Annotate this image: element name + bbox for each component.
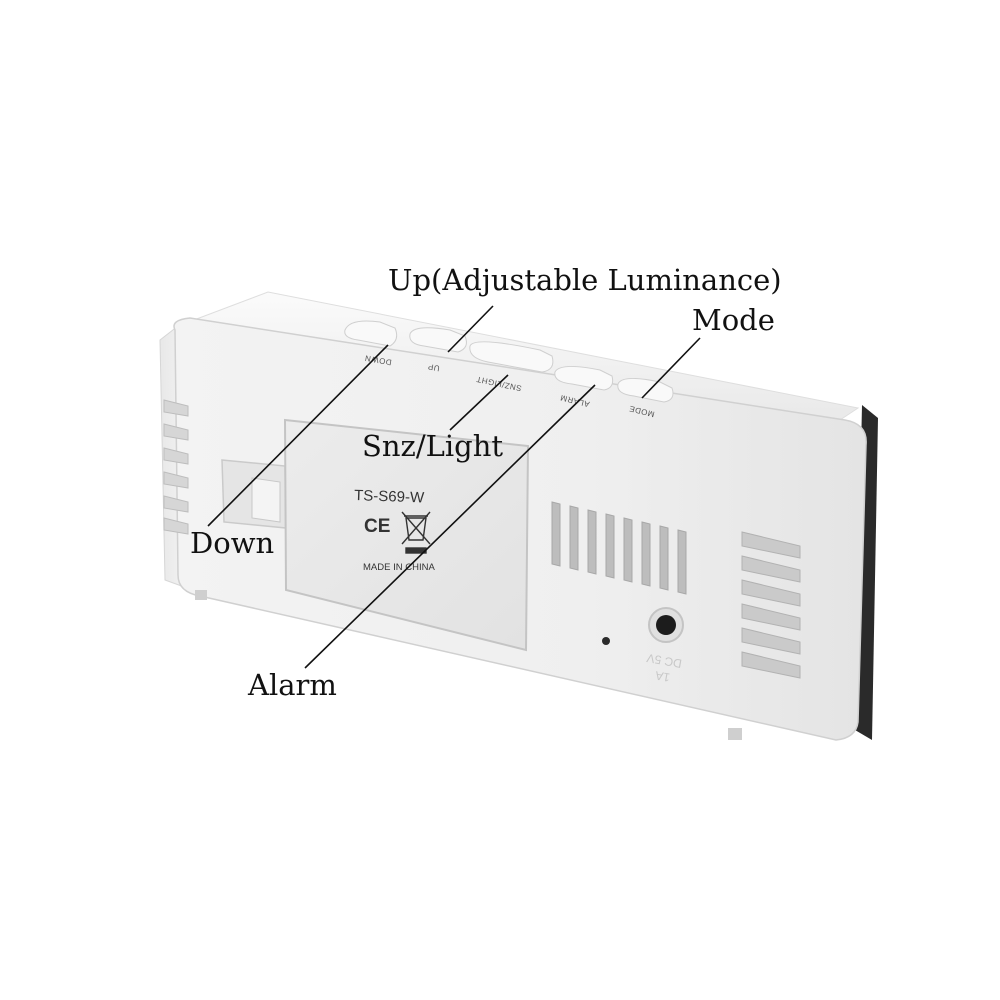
leader-line-up bbox=[447, 305, 494, 353]
leader-line-snz-light bbox=[449, 374, 509, 431]
foot-right bbox=[728, 728, 742, 740]
callout-down: Down bbox=[190, 526, 275, 560]
callout-snz-light: Snz/Light bbox=[362, 429, 504, 463]
callout-up-adjustable-luminance: Up(Adjustable Luminance) bbox=[388, 263, 782, 297]
leader-line-alarm bbox=[304, 384, 596, 669]
left-vent bbox=[163, 399, 189, 535]
top-button-snz-light[interactable] bbox=[469, 341, 554, 373]
leader-line-mode bbox=[641, 337, 701, 399]
power-label-current: 1A bbox=[654, 668, 671, 684]
power-jack-hole bbox=[656, 615, 676, 635]
power-label-voltage: DC 5V bbox=[646, 651, 683, 671]
top-button-mode[interactable] bbox=[617, 378, 674, 403]
model-number: TS-S69-W bbox=[354, 487, 425, 506]
top-button-group: DOWN UP SNZ/LIGHT ALARM MODE bbox=[344, 320, 674, 419]
center-vent bbox=[551, 501, 687, 595]
top-button-alarm[interactable] bbox=[554, 366, 614, 391]
battery-cover bbox=[283, 418, 530, 652]
top-button-up[interactable] bbox=[409, 327, 467, 353]
button-label-up: UP bbox=[427, 362, 441, 373]
stand-tab bbox=[251, 477, 281, 523]
leader-lines bbox=[207, 305, 701, 669]
made-in-label: MADE IN CHINA bbox=[363, 562, 435, 573]
top-button-down[interactable] bbox=[344, 320, 398, 347]
foot-left bbox=[195, 590, 207, 600]
reset-hole bbox=[602, 637, 610, 645]
ce-mark: CE bbox=[364, 516, 390, 537]
callout-mode: Mode bbox=[692, 303, 775, 337]
right-vent bbox=[741, 531, 801, 679]
leader-line-down bbox=[207, 344, 389, 527]
callout-alarm: Alarm bbox=[248, 668, 337, 702]
